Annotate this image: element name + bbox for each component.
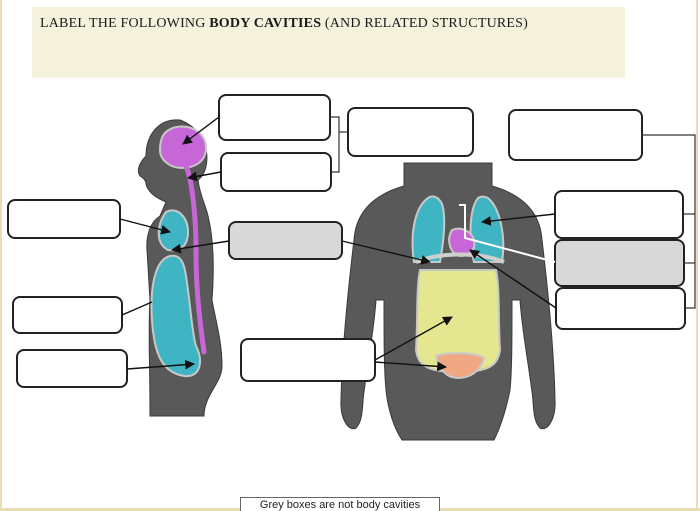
label-box-grey-middle[interactable]	[228, 221, 343, 260]
label-box-side-pelvis[interactable]	[16, 349, 128, 388]
label-box-side-head-bottom[interactable]	[220, 152, 332, 192]
label-box-front-right-1[interactable]	[554, 190, 684, 239]
title-text-bold: BODY CAVITIES	[209, 16, 322, 31]
arrow-to-pelvis-side	[126, 359, 195, 370]
label-box-side-head-top[interactable]	[218, 94, 331, 141]
pointer-abdomen-side	[121, 301, 153, 316]
side-spinal-cavity	[183, 163, 207, 355]
bracket-right-boxes	[642, 134, 696, 309]
label-box-side-chest[interactable]	[7, 199, 121, 239]
label-box-front-right-3[interactable]	[555, 287, 686, 330]
label-box-front-right-2-grey[interactable]	[554, 239, 685, 287]
page-border-left	[0, 0, 2, 511]
bracket-white-pleural	[459, 204, 556, 263]
front-view-figure	[340, 162, 556, 441]
label-boxes	[7, 94, 686, 388]
grey-boxes-note: Grey boxes are not body cavities	[240, 497, 440, 511]
label-box-group-top-right[interactable]	[347, 107, 474, 157]
arrow-to-grey-side	[171, 240, 230, 254]
page-border-right	[696, 0, 698, 511]
page-title: LABEL THE FOLLOWING BODY CAVITIES (AND R…	[40, 16, 528, 32]
arrow-to-thoracic-side	[119, 218, 171, 235]
bracket-head-boxes	[330, 116, 340, 173]
arrow-to-spinal	[187, 171, 222, 182]
front-pelvic-cavity	[434, 352, 486, 380]
arrow-to-pelvic-front	[374, 361, 447, 372]
side-abdominopelvic-cavity	[150, 254, 201, 378]
arrow-to-pericardial	[469, 249, 557, 309]
label-box-front-abdomen[interactable]	[240, 338, 376, 382]
label-box-side-abdomen[interactable]	[12, 296, 123, 334]
side-view-figure	[137, 119, 223, 417]
label-box-far-top-right[interactable]	[508, 109, 643, 161]
side-thoracic-cavity	[157, 209, 190, 252]
title-text-end: (AND RELATED STRUCTURES)	[321, 16, 529, 31]
pointer-arrows	[119, 116, 557, 372]
arrow-to-right-pleural	[481, 213, 556, 226]
front-pericardial-cavity	[448, 227, 476, 258]
title-panel: LABEL THE FOLLOWING BODY CAVITIES (AND R…	[32, 7, 625, 78]
arrow-to-cranial	[182, 116, 220, 145]
side-cranial-cavity	[158, 125, 208, 170]
grouping-brackets	[330, 116, 696, 309]
front-left-pleural-cavity	[411, 195, 446, 263]
arrow-to-diaphragm-front	[341, 240, 431, 265]
arrow-to-abdomen-front	[374, 316, 453, 361]
title-text-start: LABEL THE FOLLOWING	[40, 16, 210, 31]
